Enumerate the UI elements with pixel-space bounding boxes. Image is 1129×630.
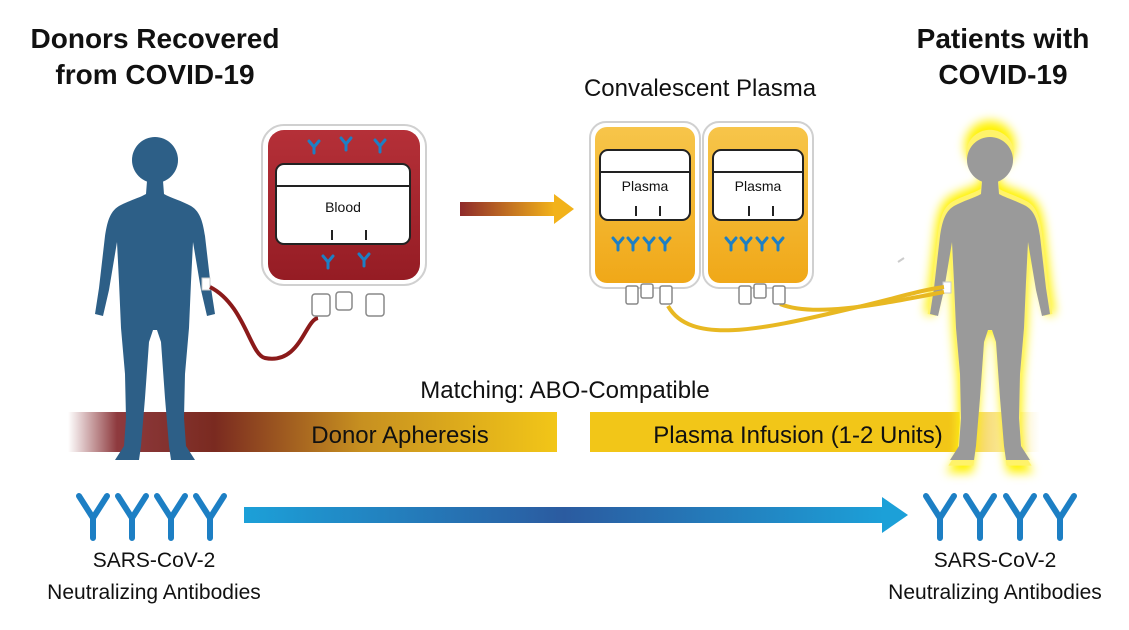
matching-label: Matching: ABO-Compatible: [420, 377, 709, 404]
donors-heading-line2: from COVID-19: [55, 59, 254, 90]
antibody-icon: [157, 496, 185, 538]
patient-antibody-label-line1: SARS-CoV-2: [934, 549, 1057, 572]
antibody-icon: [926, 496, 954, 538]
plasma-title: Convalescent Plasma: [584, 75, 817, 102]
patients-heading-line1: Patients with: [917, 23, 1090, 54]
antibody-icon: [1046, 496, 1074, 538]
blood-bag-label: Blood: [325, 199, 361, 215]
plasma-tube-1: [666, 285, 945, 333]
antibody-icon: [118, 496, 146, 538]
blood-tube: [209, 285, 319, 361]
donor-person-icon: [95, 137, 215, 460]
antibody-icon: [966, 496, 994, 538]
antibody-icon: [79, 496, 107, 538]
plasma-bag-2-icon: [702, 121, 814, 305]
donor-apheresis-label: Donor Apheresis: [311, 422, 488, 449]
patient-iv-catheter-icon: [942, 281, 952, 294]
tube-clip: [897, 257, 905, 263]
plasma-bag-1-icon: [589, 121, 701, 305]
antibody-transfer-arrow-icon: [244, 497, 908, 533]
transfer-arrow-icon: [460, 194, 574, 224]
donor-apheresis-banner: [68, 412, 557, 452]
plasma-infusion-label: Plasma Infusion (1-2 Units): [653, 422, 942, 449]
donor-antibody-label-line1: SARS-CoV-2: [93, 549, 216, 572]
antibody-icon: [1006, 496, 1034, 538]
patient-antibodies: [926, 496, 1074, 538]
patients-heading-line2: COVID-19: [938, 59, 1067, 90]
donor-iv-catheter-icon: [201, 277, 211, 291]
patient-person-icon: [930, 137, 1050, 460]
donor-antibodies: [79, 496, 224, 538]
blood-bag-icon: [261, 124, 427, 317]
donors-heading-line1: Donors Recovered: [31, 23, 280, 54]
donor-antibody-label-line2: Neutralizing Antibodies: [47, 581, 261, 604]
plasma-bag-1-label: Plasma: [622, 178, 669, 194]
plasma-bag-2-label: Plasma: [735, 178, 782, 194]
patient-antibody-label-line2: Neutralizing Antibodies: [888, 581, 1102, 604]
antibody-icon: [196, 496, 224, 538]
plasma-tube-2: [779, 290, 945, 312]
